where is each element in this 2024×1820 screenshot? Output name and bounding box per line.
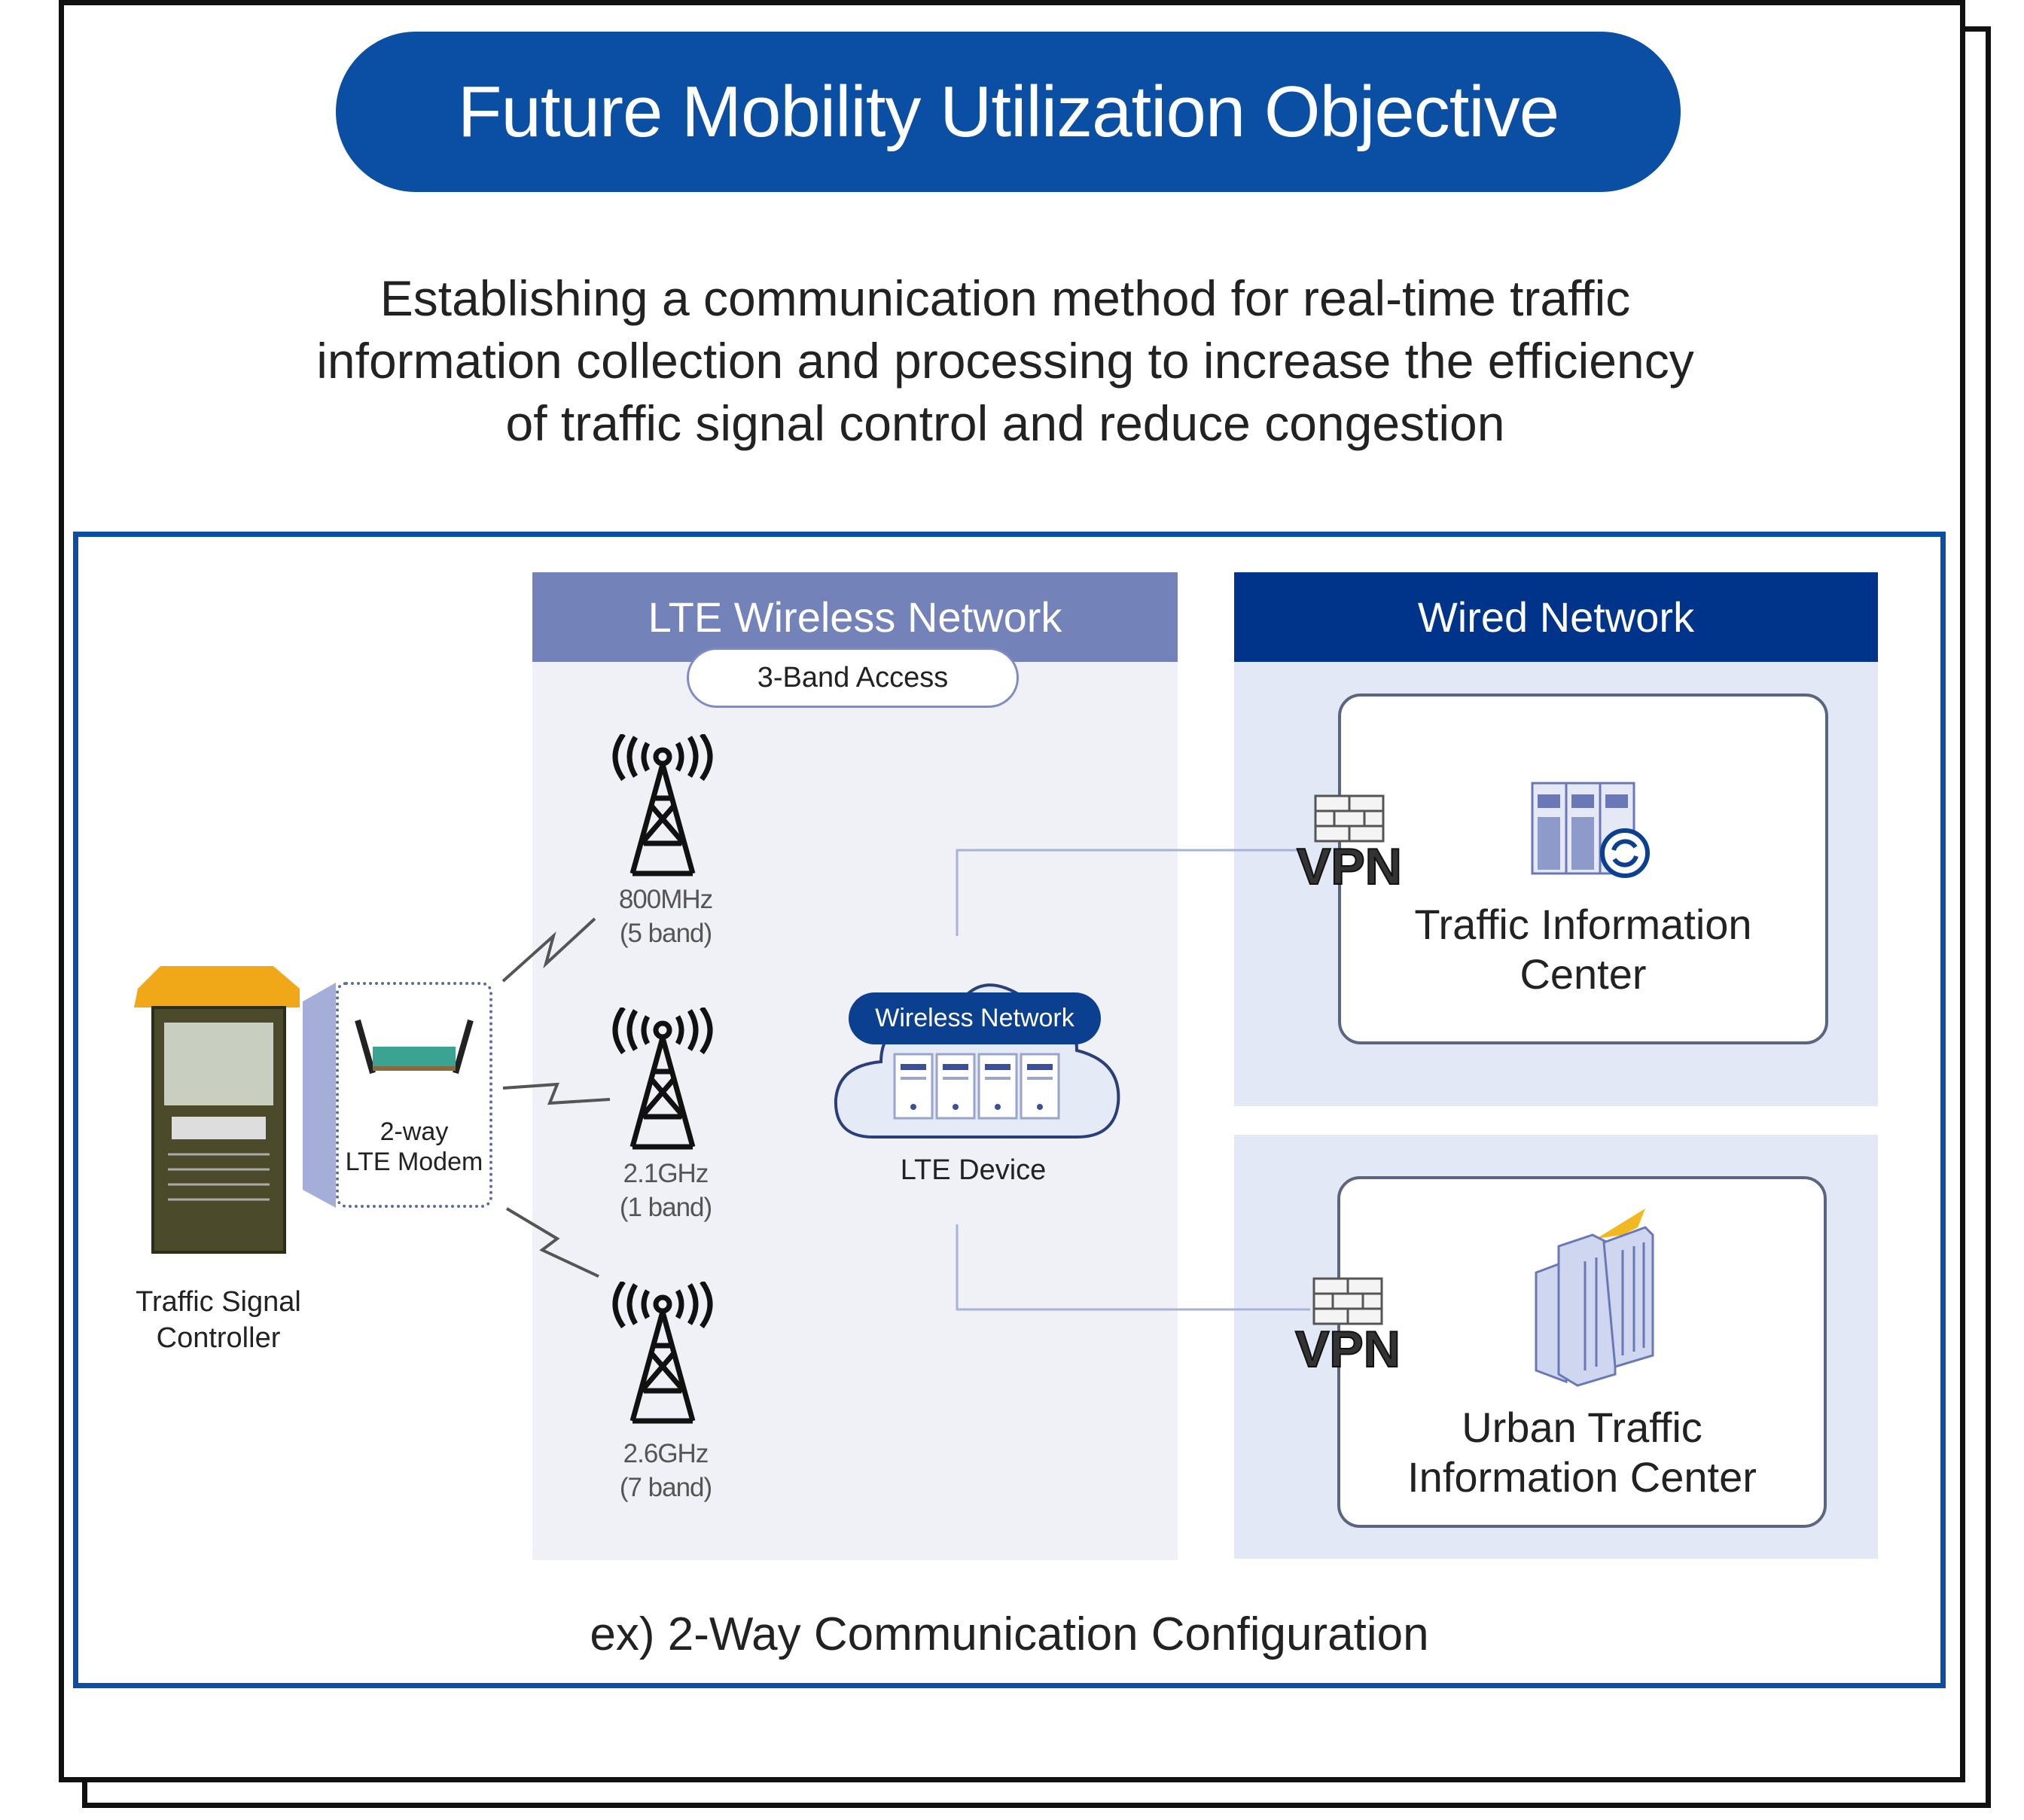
tower-frequency: 2.6GHz: [623, 1439, 709, 1468]
modem-label-line: 2-way: [380, 1117, 449, 1146]
center-label-line: Center: [1520, 950, 1647, 998]
vpn-firewall-icon: VPN: [1288, 1275, 1408, 1379]
data-center-icon: [1531, 782, 1650, 878]
description: Establishing a communication method for …: [151, 267, 1860, 455]
controller-label-line: Traffic Signal: [136, 1286, 301, 1318]
center-label: Traffic Information Center: [1338, 900, 1828, 999]
signal-bolt-icon: [501, 917, 596, 983]
modem-label-line: LTE Modem: [345, 1148, 483, 1176]
tower-frequency: 2.1GHz: [623, 1159, 709, 1188]
tower-band: (1 band): [619, 1193, 712, 1222]
signal-bolt-icon: [505, 1207, 599, 1278]
diagram-caption: ex) 2-Way Communication Configuration: [590, 1608, 1429, 1660]
antenna-tower-icon: [612, 1008, 713, 1150]
page-title: Future Mobility Utilization Objective: [336, 32, 1681, 192]
vpn-label: VPN: [1294, 1320, 1401, 1379]
description-line: information collection and processing to…: [316, 333, 1694, 389]
urban-traffic-information-center-box: [1337, 1176, 1827, 1528]
traffic-signal-controller-icon: [134, 966, 300, 1254]
antenna-tower-icon: [612, 734, 713, 876]
vpn-label: VPN: [1296, 837, 1403, 896]
description-line: Establishing a communication method for …: [380, 270, 1631, 326]
wireless-network-badge: Wireless Network: [849, 992, 1101, 1044]
modem-label: 2-way LTE Modem: [339, 1117, 489, 1177]
tower-label: 2.1GHz (1 band): [590, 1157, 741, 1224]
controller-label-line: Controller: [156, 1322, 281, 1354]
tower-band: (7 band): [619, 1473, 712, 1502]
tower-label: 2.6GHz (7 band): [590, 1437, 741, 1504]
band-access-badge: 3-Band Access: [687, 648, 1019, 708]
center-label-line: Traffic Information: [1414, 901, 1752, 948]
firewall-icon: [1312, 1277, 1383, 1325]
antenna-tower-icon: [612, 1282, 713, 1424]
vpn-firewall-icon: VPN: [1289, 792, 1410, 896]
tower-frequency: 800MHz: [618, 885, 713, 914]
firewall-icon: [1314, 794, 1385, 843]
description-line: of traffic signal control and reduce con…: [505, 395, 1505, 451]
controller-label: Traffic Signal Controller: [105, 1284, 331, 1356]
tower-band: (5 band): [619, 919, 712, 948]
lte-modem-icon: [355, 1019, 474, 1075]
lte-modem-box: 2-way LTE Modem: [336, 982, 492, 1208]
center-label-line: Urban Traffic: [1462, 1404, 1702, 1451]
lte-device-label: LTE Device: [900, 1154, 1047, 1186]
lte-panel-header: LTE Wireless Network: [532, 572, 1178, 662]
center-label: Urban Traffic Information Center: [1337, 1403, 1827, 1502]
center-label-line: Information Center: [1407, 1453, 1757, 1501]
tower-label: 800MHz (5 band): [590, 883, 741, 950]
wired-panel-header: Wired Network: [1234, 572, 1878, 662]
office-building-icon: [1535, 1209, 1654, 1387]
signal-bolt-icon: [502, 1082, 611, 1105]
